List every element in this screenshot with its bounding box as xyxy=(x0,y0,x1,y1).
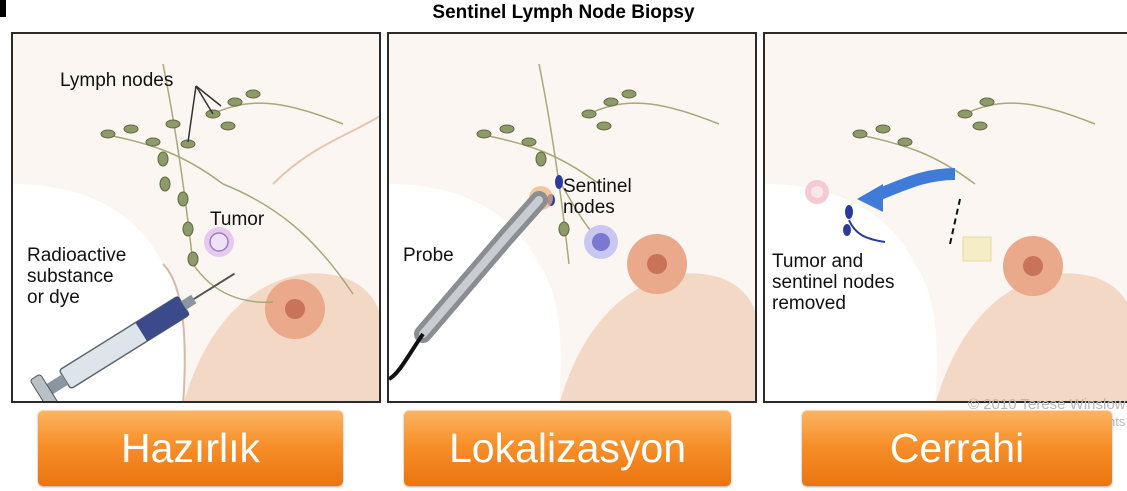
panel-injection: Lymph nodes Tumor Radioactive substance … xyxy=(11,32,381,403)
label-lymph-nodes: Lymph nodes xyxy=(60,70,173,91)
lymph-node xyxy=(158,152,168,166)
label-radioactive: Radioactive xyxy=(27,245,126,266)
label-sentinel-nodes: sentinel nodes xyxy=(772,272,895,293)
lymph-node xyxy=(188,252,198,266)
lymph-node xyxy=(178,192,188,206)
panel-localization: Sentinel nodes Probe xyxy=(387,32,757,403)
lymph-node xyxy=(183,222,193,236)
tumor-icon xyxy=(584,225,618,259)
tumor-site-icon xyxy=(963,237,991,261)
lymph-node xyxy=(160,177,170,191)
lymph-node xyxy=(246,90,260,98)
lymph-node xyxy=(221,122,235,130)
panel-surgery: Tumor and sentinel nodes removed xyxy=(763,32,1127,403)
lymph-node xyxy=(228,98,242,106)
label-removed: removed xyxy=(772,293,846,314)
label-tumor-and: Tumor and xyxy=(772,251,863,272)
panel-localization-illustration xyxy=(389,34,757,403)
label-substance: substance xyxy=(27,266,114,287)
removal-arrow-icon xyxy=(875,174,955,196)
figure-title: Sentinel Lymph Node Biopsy xyxy=(0,2,1127,24)
lymph-node xyxy=(124,125,138,133)
label-nodes: nodes xyxy=(563,197,615,218)
lokalizasyon-button[interactable]: Lokalizasyon xyxy=(404,410,731,486)
label-sentinel: Sentinel xyxy=(563,176,632,197)
hazirlik-button[interactable]: Hazırlık xyxy=(38,410,343,486)
panel-surgery-illustration xyxy=(765,34,1127,403)
lymph-node xyxy=(101,130,115,138)
label-or-dye: or dye xyxy=(27,287,80,308)
cerrahi-button[interactable]: Cerrahi xyxy=(802,410,1112,486)
label-tumor: Tumor xyxy=(210,209,264,230)
removed-tumor-icon xyxy=(805,180,829,204)
lymph-node xyxy=(166,120,180,128)
tumor-icon xyxy=(204,227,234,257)
label-probe: Probe xyxy=(403,245,454,266)
lymph-node xyxy=(146,138,160,146)
